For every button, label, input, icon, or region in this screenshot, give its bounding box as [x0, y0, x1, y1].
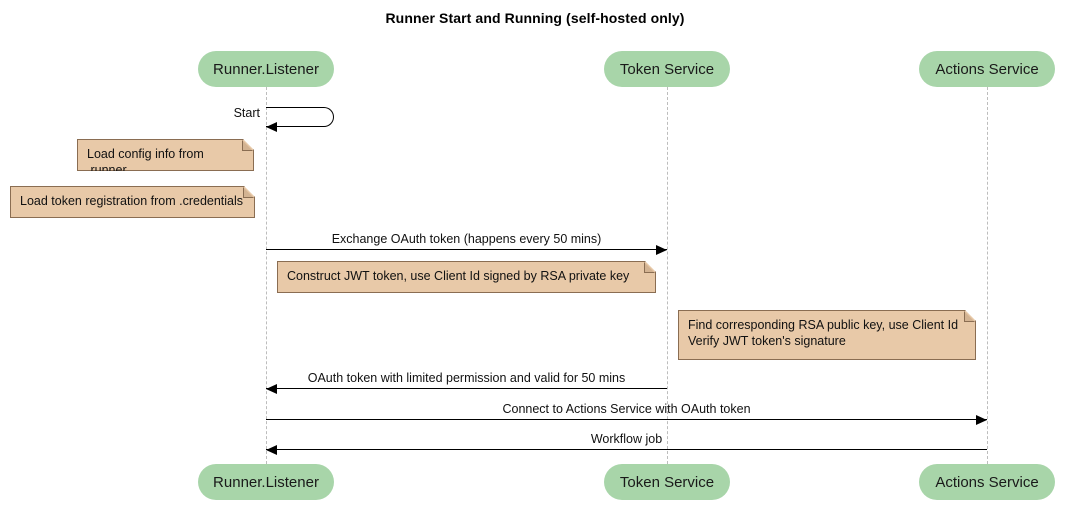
lifeline-token	[667, 87, 668, 464]
note-text-construct-jwt: Construct JWT token, use Client Id signe…	[287, 269, 630, 283]
participant-runner-top[interactable]: Runner.Listener	[198, 51, 334, 87]
note-fold-icon	[964, 311, 975, 322]
participant-runner-bottom[interactable]: Runner.Listener	[198, 464, 334, 500]
lifeline-actions	[987, 87, 988, 464]
message-label-exchange: Exchange OAuth token (happens every 50 m…	[331, 232, 602, 246]
note-fold-icon	[644, 262, 655, 273]
message-connect-line	[266, 419, 987, 420]
participant-actions-bottom[interactable]: Actions Service	[919, 464, 1055, 500]
note-construct-jwt: Construct JWT token, use Client Id signe…	[277, 261, 656, 293]
participant-token-bottom[interactable]: Token Service	[604, 464, 730, 500]
message-start-arrowhead	[266, 122, 277, 132]
participant-actions-top[interactable]: Actions Service	[919, 51, 1055, 87]
message-workflow-line	[266, 449, 987, 450]
participant-token-top[interactable]: Token Service	[604, 51, 730, 87]
note-text-load-config: Load config info from .runner	[87, 147, 204, 177]
message-exchange-arrowhead	[656, 245, 667, 255]
message-workflow-arrowhead	[266, 445, 277, 455]
note-text-verify-jwt: Find corresponding RSA public key, use C…	[688, 318, 959, 348]
page-title: Runner Start and Running (self-hosted on…	[385, 10, 685, 26]
message-label-workflow: Workflow job	[590, 432, 663, 446]
message-exchange-line	[266, 249, 667, 250]
note-load-token: Load token registration from .credential…	[10, 186, 255, 218]
note-fold-icon	[242, 140, 253, 151]
message-label-oauth-return: OAuth token with limited permission and …	[307, 371, 626, 385]
note-text-load-token: Load token registration from .credential…	[20, 194, 244, 208]
note-verify-jwt: Find corresponding RSA public key, use C…	[678, 310, 976, 360]
message-oauth-return-line	[266, 388, 667, 389]
message-label-start: Start	[233, 106, 260, 120]
message-oauth-return-arrowhead	[266, 384, 277, 394]
message-label-connect: Connect to Actions Service with OAuth to…	[502, 402, 751, 416]
note-fold-icon	[243, 187, 254, 198]
message-connect-arrowhead	[976, 415, 987, 425]
note-load-config: Load config info from .runner	[77, 139, 254, 171]
lifeline-runner	[266, 87, 267, 464]
message-start-loop	[266, 107, 334, 127]
